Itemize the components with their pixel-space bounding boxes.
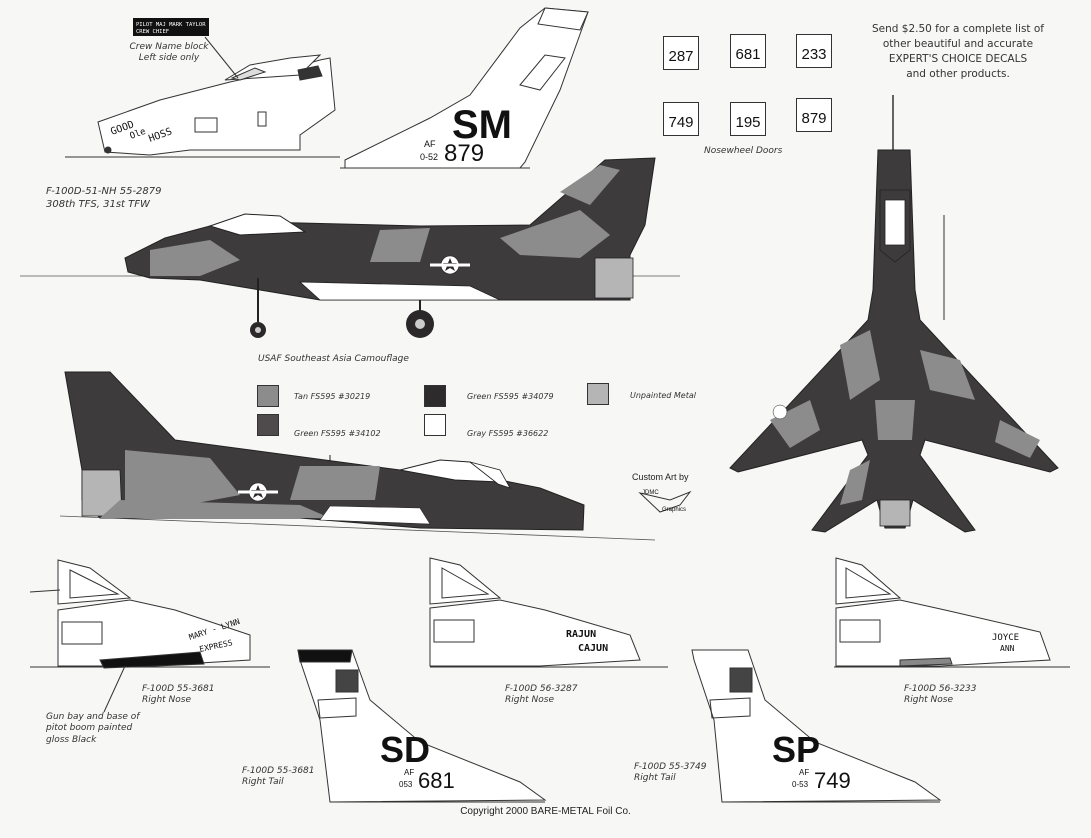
gun-bay-note: Gun bay and base of pitot boom painted g…	[46, 712, 139, 746]
jdmc-logo-line-1: JDMC	[642, 490, 659, 496]
aircraft-caption-line-2: 308th TFS, 31st TFW	[46, 198, 150, 210]
nose2-caption-line-2: Right Nose	[505, 695, 555, 706]
promo-text: Send $2.50 for a complete list of other …	[872, 22, 1044, 82]
tail-detail-sd-681	[297, 649, 547, 803]
promo-line-3: EXPERT'S CHOICE DECALS	[888, 53, 1028, 65]
tail1-caption-line-1: F-100D 55-3681	[242, 766, 315, 776]
crew-block-label: Crew Name block Left side only	[124, 42, 214, 65]
nose-detail-joyce-ann	[834, 557, 1070, 668]
nose-art-rajun-line-2: CAJUN	[578, 643, 608, 654]
side-view-left-facing	[20, 157, 680, 338]
plan-view	[729, 95, 1059, 533]
nose-art-joyce-line-2: ANN	[1000, 644, 1015, 653]
tail2-caption-line-2: Right Tail	[634, 773, 676, 784]
gun-bay-note-line-2: pitot boom painted	[46, 723, 133, 734]
nosewheel-number-2: 681	[735, 46, 761, 63]
tail2-caption: F-100D 55-3749 Right Tail	[634, 762, 707, 785]
tail2-caption-line-1: F-100D 55-3749	[634, 762, 707, 772]
nosewheel-number-6: 879	[801, 110, 827, 127]
nose1-caption-line-2: Right Nose	[142, 695, 192, 706]
jdmc-logo	[638, 490, 692, 513]
nose-art-rajun-line-1: RAJUN	[566, 629, 596, 640]
tail-code-sp: SP	[772, 729, 820, 770]
tail-serial-sm: 879	[444, 140, 484, 167]
nose-detail-left-side	[65, 54, 340, 158]
gun-bay-leader-line	[103, 665, 126, 713]
nose3-caption-line-1: F-100D 56-3233	[904, 684, 977, 694]
custom-art-label: Custom Art by	[632, 472, 689, 482]
legend-label-tan: Tan FS595 #30219	[294, 392, 371, 401]
tail1-caption: F-100D 55-3681 Right Tail	[242, 766, 315, 789]
nose-art-joyce-line-1: JOYCE	[992, 633, 1019, 643]
nosewheel-number-3: 233	[801, 46, 827, 63]
nosewheel-door-1: 287	[663, 36, 699, 70]
nosewheel-door-2: 681	[730, 34, 766, 68]
tail-detail-sp-749	[691, 649, 942, 803]
crew-leader-line	[204, 36, 239, 79]
tail-af-sm: AF	[424, 139, 436, 149]
tail-serial-sd: 681	[418, 768, 455, 793]
nosewheel-door-5: 195	[730, 102, 766, 136]
crew-block-label-line-1: Crew Name block	[129, 42, 209, 52]
gun-bay-note-line-3: gloss Black	[46, 734, 97, 745]
nose3-caption: F-100D 56-3233 Right Nose	[904, 684, 977, 707]
swatch-green-34079	[424, 385, 446, 407]
nose2-caption-line-1: F-100D 56-3287	[505, 684, 578, 694]
nosewheel-number-1: 287	[668, 48, 694, 65]
nosewheel-door-3: 233	[796, 34, 832, 68]
nosewheel-number-4: 749	[668, 114, 694, 131]
nosewheel-number-5: 195	[735, 114, 761, 131]
swatch-gray	[424, 414, 446, 436]
tail-code-sd: SD	[380, 729, 430, 770]
gun-bay-note-line-1: Gun bay and base of	[46, 712, 140, 722]
tail-serial-sp: 749	[814, 768, 851, 793]
nose1-caption: F-100D 55-3681 Right Nose	[142, 684, 215, 707]
aircraft-caption: F-100D-51-NH 55-2879 308th TFS, 31st TFW	[46, 186, 162, 211]
crew-plate-line-2: CREW CHIEF	[136, 29, 169, 35]
nose1-caption-line-1: F-100D 55-3681	[142, 684, 215, 694]
nose-detail-mary-lynn	[29, 559, 270, 669]
tail-af-sp: AF	[799, 768, 809, 777]
tail-detail-sm-879	[340, 7, 589, 169]
nosewheel-door-6: 879	[796, 98, 832, 132]
tail-code-sm: SM	[452, 103, 512, 147]
tail-serial-prefix-sm: 0-52	[420, 152, 438, 162]
crew-name-plate	[133, 18, 209, 36]
tail-serial-prefix-sp: 0-53	[792, 780, 809, 789]
legend-label-green-34102: Green FS595 #34102	[294, 429, 381, 438]
nose2-caption: F-100D 56-3287 Right Nose	[505, 684, 578, 707]
tail-af-sd: AF	[404, 768, 414, 777]
nose-detail-rajun-cajun	[429, 557, 668, 668]
aircraft-caption-line-1: F-100D-51-NH 55-2879	[46, 186, 162, 197]
swatch-unpainted-metal	[587, 383, 609, 405]
camo-caption: USAF Southeast Asia Camouflage	[258, 354, 409, 364]
swatch-green-34102	[257, 414, 279, 436]
crew-plate-line-1: PILOT MAJ MARK TAYLOR	[136, 22, 206, 28]
crew-block-label-line-2: Left side only	[138, 53, 200, 64]
tail-serial-prefix-sd: 053	[399, 780, 413, 789]
jdmc-logo-line-2: Graphics	[662, 507, 686, 513]
legend-label-unpainted-metal: Unpainted Metal	[630, 391, 696, 400]
nosewheel-label: Nosewheel Doors	[704, 146, 783, 156]
promo-line-4: and other products.	[906, 68, 1010, 80]
side-view-right-facing	[59, 371, 656, 541]
promo-line-2: other beautiful and accurate	[882, 38, 1034, 50]
promo-line-1: Send $2.50 for a complete list of	[872, 23, 1044, 35]
swatch-tan	[257, 385, 279, 407]
copyright-footer: Copyright 2000 BARE-METAL Foil Co.	[460, 806, 631, 817]
nose3-caption-line-2: Right Nose	[904, 695, 954, 706]
nosewheel-door-4: 749	[663, 102, 699, 136]
legend-label-green-34079: Green FS595 #34079	[467, 392, 554, 401]
legend-label-gray: Gray FS595 #36622	[467, 429, 549, 438]
tail1-caption-line-2: Right Tail	[242, 777, 284, 788]
